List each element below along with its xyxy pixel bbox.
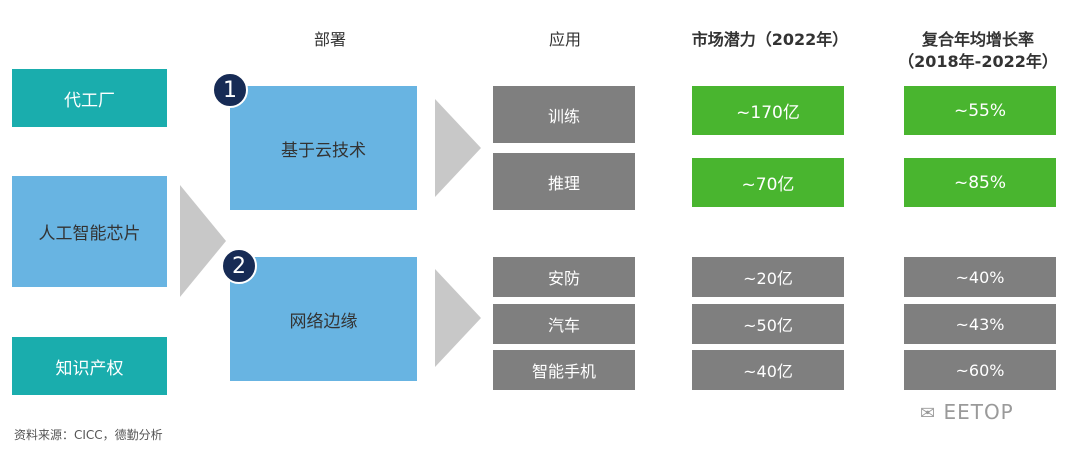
source-ip: 知识产权 [12, 337, 167, 395]
cagr-security: ~40% [904, 257, 1056, 297]
arrow-edge-to-apps [435, 269, 481, 367]
header-cagr-line2: （2018年-2022年） [898, 52, 1058, 71]
badge-1: 1 [212, 72, 248, 108]
app-inference: 推理 [493, 153, 635, 210]
deploy-cloud: 基于云技术 [230, 86, 417, 210]
market-inference: ~70亿 [692, 158, 844, 207]
cagr-training: ~55% [904, 86, 1056, 135]
watermark-text: EETOP [943, 400, 1014, 424]
app-security: 安防 [493, 257, 635, 297]
source-ai-chip: 人工智能芯片 [12, 176, 167, 287]
app-automotive: 汽车 [493, 304, 635, 344]
header-market-potential: 市场潜力（2022年） [691, 30, 849, 49]
deploy-edge: 网络边缘 [230, 257, 417, 381]
cagr-inference: ~85% [904, 158, 1056, 207]
badge-2: 2 [221, 248, 257, 284]
watermark: ✉ EETOP [920, 400, 1014, 424]
header-cagr-line1: 复合年均增长率 [921, 30, 1034, 49]
cagr-smartphone: ~60% [904, 350, 1056, 390]
app-training: 训练 [493, 86, 635, 143]
source-note: 资料来源：CICC，德勤分析 [14, 428, 163, 442]
header-application: 应用 [548, 30, 581, 49]
market-security: ~20亿 [692, 257, 844, 297]
cagr-automotive: ~43% [904, 304, 1056, 344]
market-training: ~170亿 [692, 86, 844, 135]
app-smartphone: 智能手机 [493, 350, 635, 390]
market-smartphone: ~40亿 [692, 350, 844, 390]
market-automotive: ~50亿 [692, 304, 844, 344]
header-deploy: 部署 [313, 30, 346, 49]
arrow-cloud-to-apps [435, 99, 481, 197]
source-foundry: 代工厂 [12, 69, 167, 127]
wechat-icon: ✉ [920, 403, 937, 424]
arrow-sources-to-deploy [180, 185, 226, 297]
